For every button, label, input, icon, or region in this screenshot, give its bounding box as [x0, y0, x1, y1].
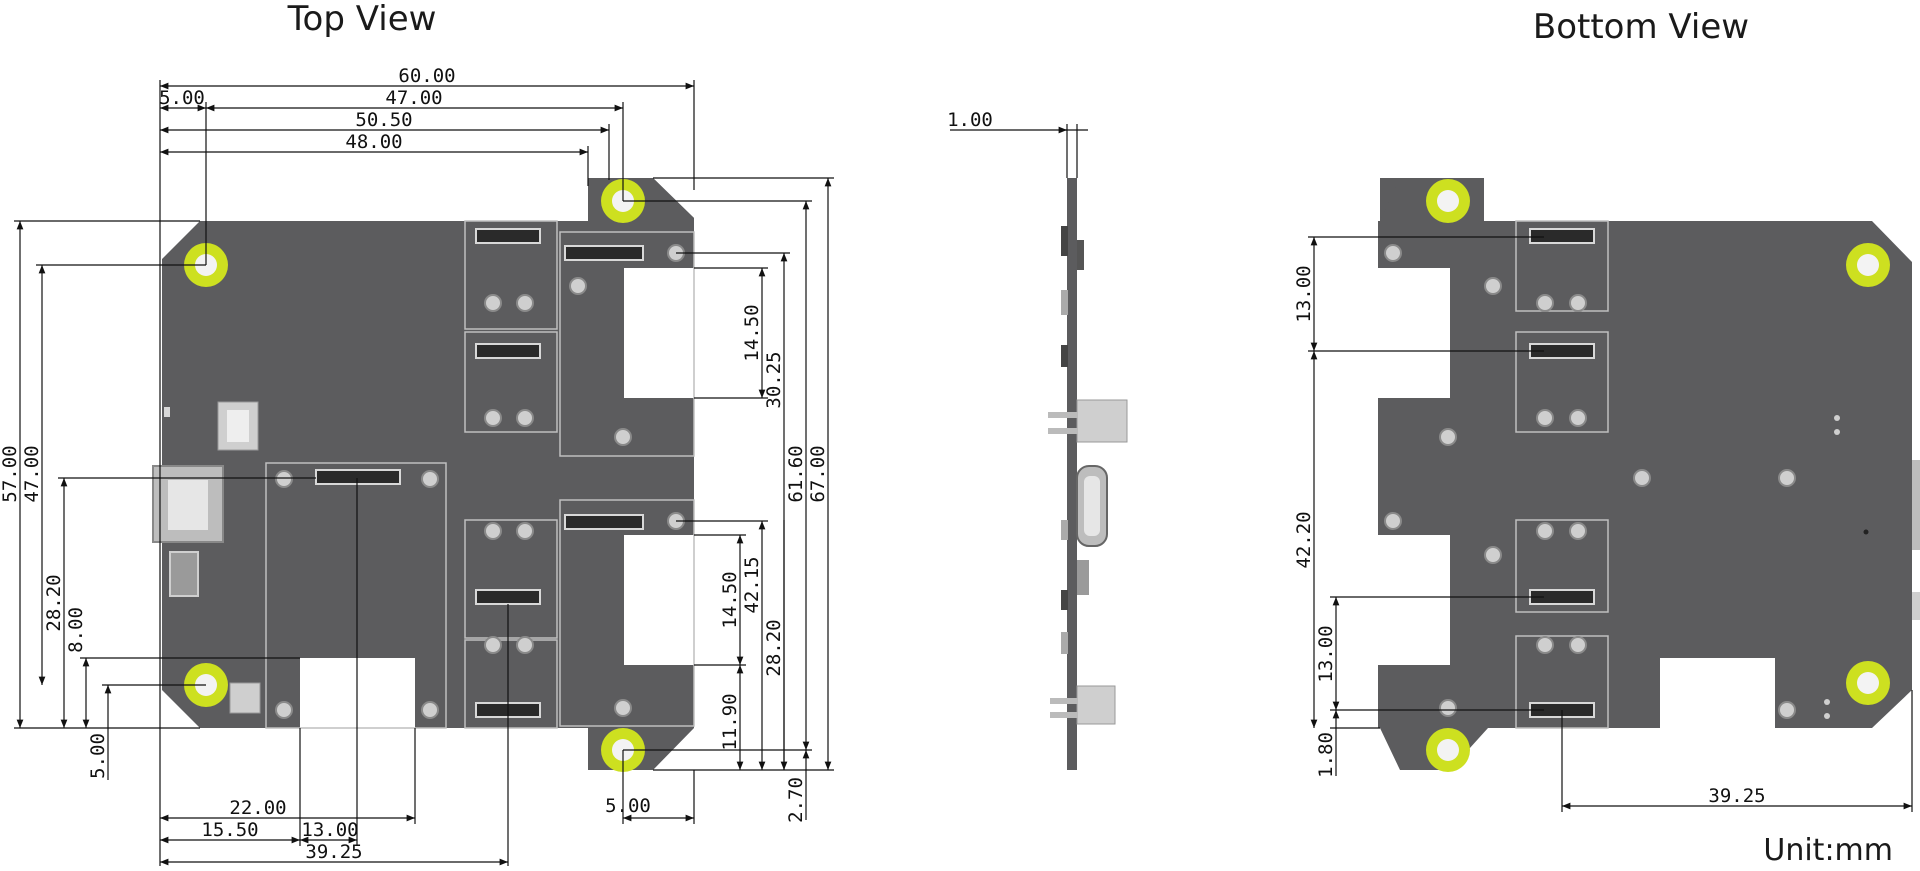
bottom-view-board [1370, 178, 1920, 772]
unit-label: Unit:mm [1763, 833, 1893, 868]
dim-11-9: 11.90 [719, 693, 741, 750]
mounting-hole [1846, 661, 1890, 705]
top-connector [475, 343, 541, 359]
bottom-cutout-2 [1380, 535, 1450, 665]
dim-60: 60.00 [398, 65, 455, 87]
dim-5: 5.00 [159, 87, 205, 109]
top-connector [315, 469, 401, 485]
fan-connector [229, 682, 261, 714]
dim-1-8: 1.80 [1315, 732, 1337, 778]
top-cutout-1 [624, 268, 694, 398]
dim-8: 8.00 [65, 607, 87, 653]
dim-14-5-b: 14.50 [719, 571, 741, 628]
dim-67: 67.00 [807, 445, 829, 502]
bottom-view-dimensions: 13.00 42.20 13.00 1.80 39.25 [1293, 236, 1913, 812]
dim-61-6: 61.60 [785, 445, 807, 502]
dim-50-5: 50.50 [355, 109, 412, 131]
dim-47-left: 47.00 [21, 445, 43, 502]
dim-42-2: 42.20 [1293, 511, 1315, 568]
dim-57: 57.00 [0, 445, 21, 502]
dim-22: 22.00 [229, 797, 286, 819]
dim-13-a: 13.00 [1293, 265, 1315, 322]
side-view: 1.00 [947, 109, 1128, 770]
button [169, 551, 199, 597]
dim-13: 13.00 [301, 819, 358, 841]
bottom-usb-edge [1912, 460, 1920, 550]
top-connector [475, 589, 541, 605]
dim-39-25-bottom: 39.25 [1708, 785, 1765, 807]
dim-28-2-left: 28.20 [43, 574, 65, 631]
dim-thickness: 1.00 [947, 109, 993, 131]
top-view-board [152, 178, 695, 772]
mounting-hole [1426, 179, 1470, 223]
dim-2-7: 2.70 [785, 777, 807, 823]
top-connector [564, 245, 644, 261]
dim-30-25: 30.25 [763, 351, 785, 408]
top-connector [475, 228, 541, 244]
top-view-title: Top View [287, 0, 437, 39]
dim-15-5: 15.50 [201, 819, 258, 841]
dim-13-b: 13.00 [1315, 625, 1337, 682]
dim-28-2-right: 28.20 [763, 619, 785, 676]
bottom-view-title: Bottom View [1533, 7, 1749, 47]
side-fan-connector [1076, 685, 1116, 725]
dim-5-bottom: 5.00 [605, 795, 651, 817]
bottom-cutout-1 [1380, 268, 1450, 398]
top-connector [564, 514, 644, 530]
dim-47: 47.00 [385, 87, 442, 109]
dim-48: 48.00 [345, 131, 402, 153]
mounting-hole [1846, 243, 1890, 287]
top-view-dimensions: 60.00 5.00 47.00 50.50 48.00 57.00 47.00… [0, 65, 834, 866]
side-power-connector [1076, 399, 1128, 443]
dim-5-left: 5.00 [87, 733, 109, 779]
bottom-cutout-3 [1660, 658, 1775, 733]
mounting-hole [1426, 728, 1470, 772]
dim-39-25: 39.25 [305, 841, 362, 863]
top-cutout-2 [624, 535, 694, 665]
dim-42-15: 42.15 [741, 556, 763, 613]
dim-14-5-a: 14.50 [741, 304, 763, 361]
